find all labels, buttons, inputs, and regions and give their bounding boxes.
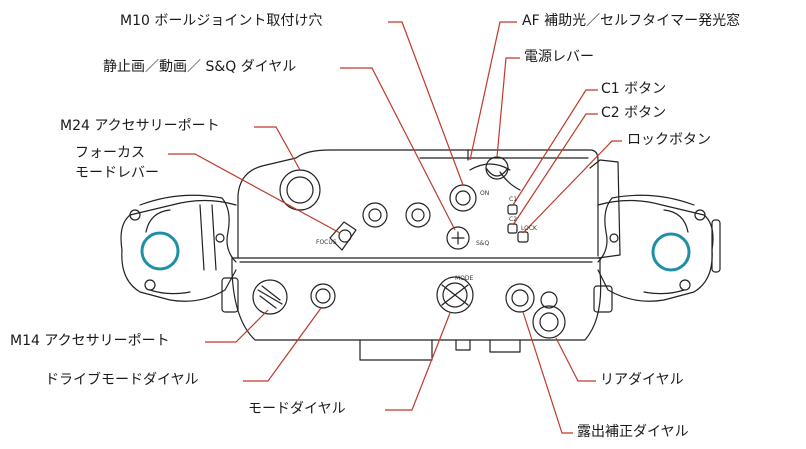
focus-mode-lever (329, 221, 357, 251)
label-m14-port: M14 アクセサリーポート (10, 333, 170, 349)
label-c2-button: C2 ボタン (601, 105, 667, 121)
label-c1-button: C1 ボタン (601, 81, 667, 97)
label-focus-mode-lever-1: フォーカス (75, 145, 145, 161)
rear-dial (532, 305, 566, 339)
leader-c2 (512, 113, 598, 226)
drive-mode-dial (310, 283, 336, 309)
m14-port (252, 279, 288, 315)
mark-c1: C1 (509, 196, 517, 203)
mark-on: ON (480, 190, 489, 197)
label-power-lever: 電源レバー (524, 49, 594, 65)
leader-focus (168, 153, 341, 234)
leader-sq (340, 67, 456, 231)
left-accent-ring (140, 231, 180, 271)
upper-housing (237, 149, 599, 259)
leader-af (469, 21, 517, 161)
leader-expo (522, 311, 573, 434)
mark-c2: C2 (509, 216, 517, 223)
sq-dial (446, 226, 470, 250)
mark-mode: MODE (455, 275, 474, 282)
leader-mode (385, 312, 451, 411)
ball-joint-hole (449, 184, 477, 212)
right-handle (597, 199, 714, 302)
leader-drive (243, 307, 322, 382)
c2-button-shape (507, 223, 518, 234)
leader-rear (555, 337, 596, 382)
leader-m10 (388, 21, 464, 186)
right-accent-ring (651, 232, 691, 272)
leader-power (496, 57, 520, 158)
lower-housing (231, 257, 602, 341)
label-exposure-comp-dial: 露出補正ダイヤル (577, 424, 689, 440)
mark-sq: S&Q (476, 240, 489, 247)
label-m10-ball-joint: M10 ボールジョイント取付け穴 (120, 13, 323, 29)
label-focus-mode-lever-2: モードレバー (75, 165, 159, 181)
lock-button-shape (517, 231, 529, 243)
label-mode-dial: モードダイヤル (248, 401, 346, 417)
exposure-comp-dial (505, 283, 535, 313)
mark-lock: LOCK (521, 225, 538, 232)
c1-button-shape (507, 204, 518, 215)
label-rear-dial: リアダイヤル (600, 372, 684, 388)
leader-lock (522, 140, 622, 234)
mode-dial (436, 276, 474, 314)
label-lock-button: ロックボタン (627, 132, 711, 148)
left-handle (120, 199, 237, 302)
label-m24-port: M24 アクセサリーポート (60, 118, 220, 134)
label-still-motion-dial: 静止画／動画／ S&Q ダイヤル (103, 59, 297, 75)
label-drive-mode-dial: ドライブモードダイヤル (45, 372, 199, 388)
label-af-assist: AF 補助光／セルフタイマー発光窓 (522, 13, 741, 29)
leader-m24 (254, 126, 301, 171)
leader-m14 (205, 309, 269, 343)
mark-focus: FOCUS (316, 239, 337, 246)
leader-c1 (512, 89, 598, 206)
